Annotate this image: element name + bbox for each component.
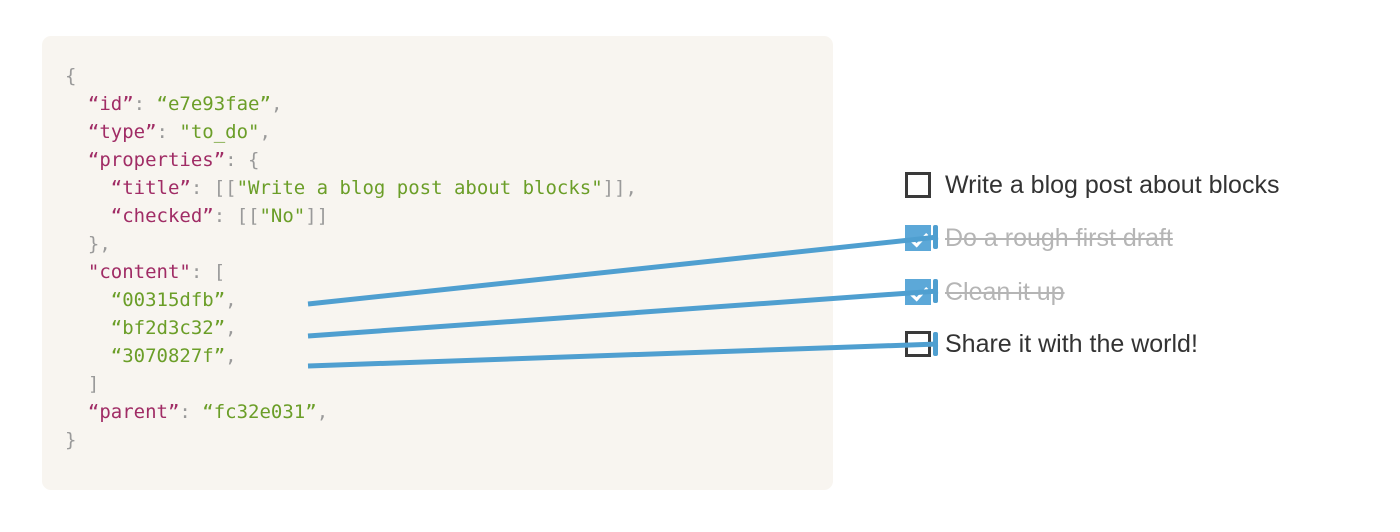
code-token-val: "No" — [259, 205, 306, 227]
code-token-punct: : — [133, 93, 157, 115]
code-line: “title”: [["Write a blog post about bloc… — [65, 174, 637, 202]
code-token-key: "content" — [87, 261, 191, 283]
code-token-punct: : — [156, 121, 180, 143]
code-indent — [65, 177, 111, 199]
code-indent — [65, 121, 88, 143]
code-line: “id”: “e7e93fae”, — [65, 90, 637, 118]
code-line: } — [65, 426, 637, 454]
code-indent — [65, 261, 88, 283]
code-line: "content": [ — [65, 258, 637, 286]
code-line: { — [65, 62, 637, 90]
code-indent — [65, 233, 88, 255]
code-token-val: "to_do" — [179, 121, 260, 143]
code-token-punct: { — [65, 65, 77, 87]
code-indent — [65, 317, 111, 339]
code-token-punct: ]], — [602, 177, 637, 199]
code-token-val: “fc32e031” — [202, 401, 317, 423]
code-token-punct: , — [259, 121, 271, 143]
code-token-val: “00315dfb” — [110, 289, 226, 311]
todo-item[interactable]: Share it with the world! — [905, 327, 1198, 361]
checkbox-checked-icon[interactable] — [905, 279, 931, 305]
code-indent — [65, 289, 111, 311]
code-indent — [65, 93, 88, 115]
code-token-punct: ] — [87, 373, 100, 395]
code-indent — [65, 401, 88, 423]
code-token-punct: ]] — [305, 205, 329, 227]
todo-item-label: Clean it up — [945, 277, 1065, 306]
code-token-punct: : [[ — [190, 177, 237, 199]
code-token-key: “title” — [110, 177, 191, 199]
code-token-key: “properties” — [87, 149, 226, 171]
code-token-key: “parent” — [87, 401, 180, 423]
code-line: }, — [65, 230, 637, 258]
code-token-val: “3070827f” — [110, 345, 226, 367]
code-token-punct: , — [225, 289, 237, 311]
code-line: “00315dfb”, — [65, 286, 637, 314]
code-token-punct: : — [179, 401, 203, 423]
code-token-val: “bf2d3c32” — [110, 317, 226, 339]
code-indent — [65, 205, 111, 227]
todo-item-label: Write a blog post about blocks — [945, 170, 1280, 199]
todo-item-label: Share it with the world! — [945, 329, 1198, 358]
code-indent — [65, 345, 111, 367]
code-token-punct: } — [65, 429, 77, 451]
json-code-block: { “id”: “e7e93fae”, “type”: "to_do", “pr… — [65, 62, 637, 454]
code-token-punct: }, — [87, 233, 111, 255]
code-line: “bf2d3c32”, — [65, 314, 637, 342]
code-line: “3070827f”, — [65, 342, 637, 370]
code-line: “checked”: [["No"]] — [65, 202, 637, 230]
code-token-punct: , — [270, 93, 283, 115]
code-line: “type”: "to_do", — [65, 118, 637, 146]
todo-item[interactable]: Write a blog post about blocks — [905, 168, 1279, 202]
code-token-punct: : [ — [190, 261, 226, 283]
checkbox-unchecked-icon[interactable] — [905, 331, 931, 357]
code-token-punct: : { — [225, 149, 260, 171]
code-token-key: “id” — [87, 93, 134, 115]
code-token-punct: , — [225, 345, 237, 367]
code-token-val: “e7e93fae” — [156, 93, 271, 115]
code-indent — [65, 373, 88, 395]
todo-item[interactable]: Clean it up — [905, 275, 1065, 309]
code-token-punct: : [[ — [213, 205, 260, 227]
code-indent — [65, 149, 88, 171]
code-token-punct: , — [225, 317, 237, 339]
code-line: “properties”: { — [65, 146, 637, 174]
checkbox-checked-icon[interactable] — [905, 225, 931, 251]
code-token-val: "Write a blog post about blocks" — [236, 177, 603, 199]
checkbox-unchecked-icon[interactable] — [905, 172, 931, 198]
json-code-panel: { “id”: “e7e93fae”, “type”: "to_do", “pr… — [42, 36, 833, 490]
todo-item[interactable]: Do a rough first draft — [905, 221, 1173, 255]
code-line: ] — [65, 370, 637, 398]
todo-item-label: Do a rough first draft — [945, 223, 1173, 252]
code-token-key: “checked” — [110, 205, 214, 227]
code-line: “parent”: “fc32e031”, — [65, 398, 637, 426]
code-token-punct: , — [316, 401, 329, 423]
code-token-key: “type” — [87, 121, 157, 143]
